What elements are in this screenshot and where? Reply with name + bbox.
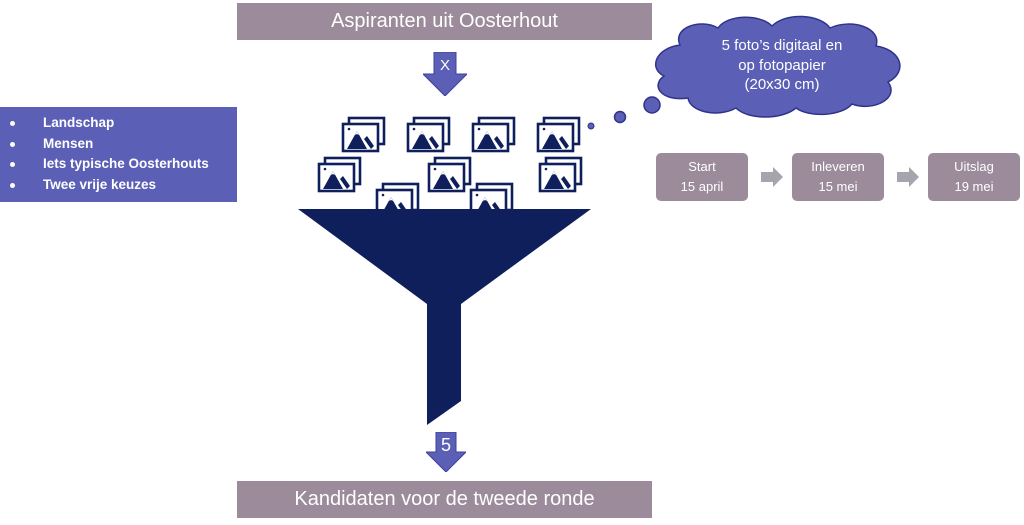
step-arrow-icon	[897, 167, 919, 187]
timeline-step-start: Start 15 april	[656, 153, 748, 201]
cloud-line: 5 foto’s digitaal en	[721, 37, 843, 54]
themes-box: Landschap Mensen Iets typische Oosterhou…	[0, 107, 237, 202]
photo-stack-group	[317, 116, 583, 219]
step-arrow-icon	[761, 167, 783, 187]
theme-label: Landschap	[43, 115, 115, 130]
funnel-shape	[298, 209, 591, 425]
photo-stack-icon	[471, 116, 516, 153]
photo-stack-icon	[341, 116, 386, 153]
bullet-icon	[10, 121, 15, 126]
cloud-line: op fotopapier	[738, 56, 826, 74]
bottom-title: Kandidaten voor de tweede ronde	[294, 488, 595, 510]
down-arrow-icon	[423, 52, 467, 96]
output-arrow: 5	[426, 432, 466, 472]
theme-item: Twee vrije keuzes	[0, 175, 237, 196]
step-date: 15 mei	[818, 179, 858, 194]
input-arrow: X	[423, 52, 467, 96]
photo-stack-icon	[317, 156, 362, 193]
step-title: Uitslag	[954, 159, 994, 174]
output-arrow-label: 5	[440, 435, 451, 455]
photo-stack-icon	[427, 156, 472, 193]
theme-label: Iets typische Oosterhouts	[43, 156, 209, 171]
theme-label: Mensen	[43, 135, 94, 151]
theme-item: Iets typische Oosterhouts	[0, 154, 237, 175]
thought-bubble-large	[643, 96, 661, 114]
bullet-icon	[10, 141, 15, 147]
top-title-bar: Aspiranten uit Oosterhout	[237, 3, 652, 40]
step-date: 19 mei	[954, 179, 994, 194]
thought-cloud	[587, 15, 901, 130]
bottom-title-bar: Kandidaten voor de tweede ronde	[237, 481, 652, 518]
down-arrow-icon	[426, 432, 466, 472]
thought-bubble-medium	[613, 110, 627, 124]
photo-stack-icon	[538, 156, 583, 193]
step-date: 15 april	[680, 179, 724, 194]
bullet-icon	[10, 162, 15, 167]
photo-stack-icon	[406, 116, 451, 153]
photo-stack-icon	[536, 116, 581, 153]
input-arrow-label: X	[439, 57, 450, 74]
theme-item: Mensen	[0, 134, 237, 155]
theme-item: Landschap	[0, 113, 237, 134]
cloud-line: (20x30 cm)	[744, 76, 820, 93]
step-title: Start	[688, 159, 716, 174]
timeline-step-inleveren: Inleveren 15 mei	[792, 153, 884, 201]
bullet-icon	[10, 182, 15, 188]
cloud-shape	[654, 15, 901, 118]
step-title: Inleveren	[811, 159, 865, 174]
theme-label: Twee vrije keuzes	[43, 176, 157, 192]
timeline-step-uitslag: Uitslag 19 mei	[928, 153, 1020, 201]
thought-bubble-small	[587, 122, 595, 130]
cloud-text: 5 foto’s digitaal en op fotopapier (20x3…	[670, 36, 894, 95]
themes-list: Landschap Mensen Iets typische Oosterhou…	[0, 107, 237, 195]
top-title: Aspiranten uit Oosterhout	[331, 10, 558, 32]
